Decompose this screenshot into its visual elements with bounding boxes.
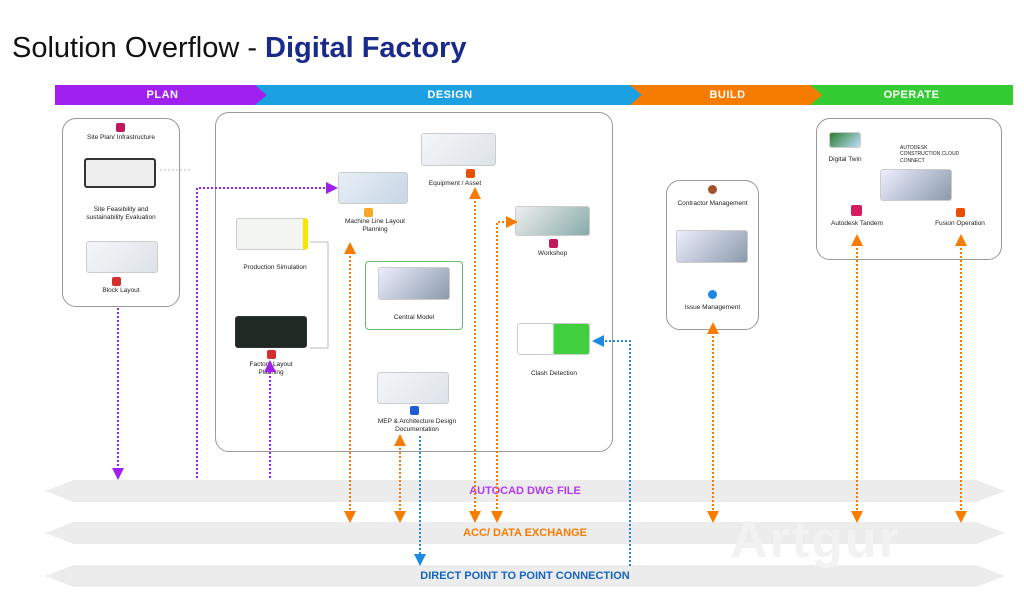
connector-line xyxy=(310,241,329,349)
plan-block-layout: Block Layout xyxy=(102,287,140,294)
phase-plan: PLAN xyxy=(55,85,270,105)
operate-autodesk-tandem: Autodesk Tandem xyxy=(831,220,883,227)
operate-fusion-operation: Fusion Operation xyxy=(935,220,985,227)
app-icon xyxy=(116,123,125,132)
mep-thumbnail xyxy=(377,372,449,404)
fusion-icon xyxy=(956,208,965,217)
operate-digital-twin: Digital Twin xyxy=(828,156,862,163)
production-sim-thumbnail xyxy=(236,218,308,250)
contractor-icon xyxy=(708,185,717,194)
site-plan-thumbnail xyxy=(84,158,156,188)
watermark: Artgur xyxy=(730,511,901,569)
design-mep-architecture: MEP & Architecture Design Documentation xyxy=(377,418,457,434)
central-model-thumbnail xyxy=(378,267,450,300)
build-issue-management: Issue Management xyxy=(684,304,741,311)
design-machine-line-layout: Machine Line Layout Planning xyxy=(345,218,405,234)
plan-box xyxy=(62,118,180,307)
workshop-app-icon xyxy=(549,239,558,248)
design-production-simulation: Production Simulation xyxy=(243,264,307,271)
operate-model-thumbnail xyxy=(880,169,952,201)
build-contractor-management: Contractor Management xyxy=(677,200,748,207)
revit-icon xyxy=(410,406,419,415)
tandem-icon xyxy=(851,205,862,216)
band-direct-connection: DIRECT POINT TO POINT CONNECTION xyxy=(45,565,1005,587)
inventor-icon xyxy=(466,169,475,178)
digital-twin-thumbnail xyxy=(829,132,861,148)
design-central-model: Central Model xyxy=(393,314,435,321)
phase-operate: OPERATE xyxy=(810,85,1013,105)
equipment-thumbnail xyxy=(421,133,496,166)
arrow-blue xyxy=(592,335,631,566)
phase-build: BUILD xyxy=(630,85,825,105)
arrow-orange xyxy=(491,216,518,523)
design-workshop: Workshop xyxy=(537,250,568,257)
arrow-purple xyxy=(196,182,338,478)
plan-site-infrastructure: Site Plan/ Infrastructure xyxy=(87,134,155,141)
clash-detection-thumbnail xyxy=(517,323,590,355)
phase-design: DESIGN xyxy=(255,85,645,105)
issue-icon xyxy=(708,290,717,299)
design-equipment-asset: Equipment / Asset xyxy=(428,180,482,187)
autocad-icon xyxy=(267,350,276,359)
design-clash-detection: Clash Detection xyxy=(531,370,577,377)
page-title: Solution Overflow - Digital Factory xyxy=(12,32,467,64)
operate-acc-connect: AUTODESK CONSTRUCTION CLOUD CONNECT xyxy=(900,145,960,164)
factory-layout-thumbnail xyxy=(235,316,307,348)
workshop-thumbnail xyxy=(515,206,590,236)
build-model-thumbnail xyxy=(676,230,748,263)
machine-line-thumbnail xyxy=(338,172,408,204)
band-acc-data-exchange: ACC/ DATA EXCHANGE xyxy=(45,522,1005,544)
autocad-icon xyxy=(112,277,121,286)
factory-icon xyxy=(364,208,373,217)
plan-site-feasibility: Site Feasibility and sustainability Eval… xyxy=(86,206,156,222)
block-layout-thumbnail xyxy=(86,241,158,273)
